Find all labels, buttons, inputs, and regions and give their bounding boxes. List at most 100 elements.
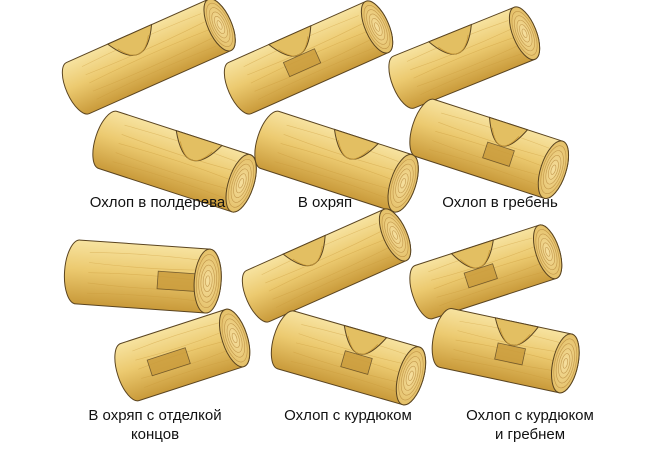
growth-ring: [230, 163, 252, 203]
growth-ring: [229, 328, 240, 348]
log-end-face: [218, 308, 251, 368]
wood-grain: [89, 262, 199, 271]
wood-grain: [247, 23, 363, 76]
log: [409, 98, 570, 200]
end-grain: [508, 6, 541, 61]
wood-grain: [115, 152, 228, 190]
wood-grain: [96, 46, 216, 100]
wood-grain: [141, 349, 230, 379]
log: [223, 0, 394, 115]
wood-grain: [89, 251, 199, 261]
wood-grain: [429, 149, 538, 185]
caption-okhryap-finished-ends: В охряп с отделкой концов: [40, 406, 270, 444]
growth-ring: [548, 159, 559, 180]
wood-grain: [277, 152, 390, 190]
notch-shade: [179, 141, 213, 162]
end-grain: [360, 0, 394, 54]
growth-ring: [550, 164, 557, 175]
log: [388, 6, 541, 109]
growth-ring: [206, 2, 233, 47]
log-slot: [482, 141, 515, 167]
wood-grain: [112, 161, 225, 199]
wood-grain: [118, 143, 231, 181]
notch-shade: [292, 245, 323, 266]
wood-grain: [451, 358, 552, 381]
growth-ring: [216, 20, 223, 30]
wood-grain: [276, 255, 392, 308]
growth-ring: [400, 356, 422, 396]
caption-okhryap-joint: В охряп: [240, 193, 410, 212]
caption-line: Охлоп в гребень: [442, 194, 558, 211]
growth-ring: [381, 213, 409, 257]
end-grain: [395, 346, 427, 406]
wood-grain: [89, 29, 209, 84]
wood-grain: [283, 134, 396, 171]
growth-ring: [521, 28, 528, 38]
caption-ridge-joint: Охлоп в гребень: [400, 193, 600, 212]
caption-line: и гребнем: [494, 426, 566, 443]
log-end-face: [508, 6, 541, 61]
wood-grain: [144, 358, 233, 388]
log-end-face: [387, 153, 419, 213]
growth-ring: [537, 233, 558, 271]
caption-line: В охряп: [297, 194, 353, 211]
log-slot: [463, 263, 498, 289]
growth-ring: [555, 343, 575, 384]
wood-grain: [265, 231, 381, 284]
log-slot: [340, 350, 373, 375]
growth-ring: [519, 24, 530, 43]
growth-ring: [205, 275, 211, 287]
wood-grain: [86, 292, 196, 302]
notch-shade: [337, 140, 370, 160]
growth-ring: [226, 323, 243, 353]
growth-ring: [553, 338, 578, 389]
growth-ring: [363, 5, 391, 49]
wood-grain: [280, 143, 393, 181]
growth-ring: [516, 19, 533, 47]
wood-grain: [436, 263, 541, 298]
log-slot: [146, 347, 191, 377]
log: [61, 0, 236, 115]
log: [92, 110, 257, 213]
growth-ring: [405, 365, 417, 386]
end-grain: [378, 208, 412, 262]
log-end-face: [360, 0, 394, 54]
wood-grain: [135, 331, 224, 361]
wood-grain: [258, 47, 374, 100]
end-grain: [203, 0, 236, 52]
growth-ring: [208, 7, 231, 43]
wood-grain: [413, 36, 515, 79]
wood-grain: [272, 247, 388, 300]
end-grain: [225, 153, 257, 213]
wood-grain: [453, 349, 554, 372]
log: [409, 224, 563, 320]
growth-ring: [196, 254, 220, 308]
wood-grain: [420, 53, 522, 95]
growth-ring: [542, 242, 553, 262]
growth-ring: [228, 158, 255, 208]
wood-grain: [438, 121, 547, 158]
growth-ring: [224, 318, 246, 358]
growth-ring: [542, 150, 564, 190]
growth-ring: [384, 217, 406, 253]
log-end-face: [537, 140, 570, 200]
growth-ring: [540, 145, 567, 195]
caption-line: Охлоп с курдюком: [466, 407, 594, 424]
wood-grain: [92, 37, 213, 92]
growth-ring: [198, 259, 218, 303]
log-end-face: [193, 248, 222, 314]
wood-grain: [254, 39, 370, 92]
wood-grain: [293, 351, 399, 383]
growth-ring: [368, 13, 386, 41]
notch-shade: [278, 36, 309, 57]
notch-shade: [499, 327, 531, 346]
growth-ring: [238, 178, 244, 189]
growth-ring: [400, 178, 406, 189]
wood-grain: [268, 239, 385, 292]
growth-ring: [200, 264, 215, 298]
caption-line: В охряп с отделкой: [88, 407, 222, 424]
wood-grain: [132, 322, 221, 352]
growth-ring: [398, 351, 424, 401]
